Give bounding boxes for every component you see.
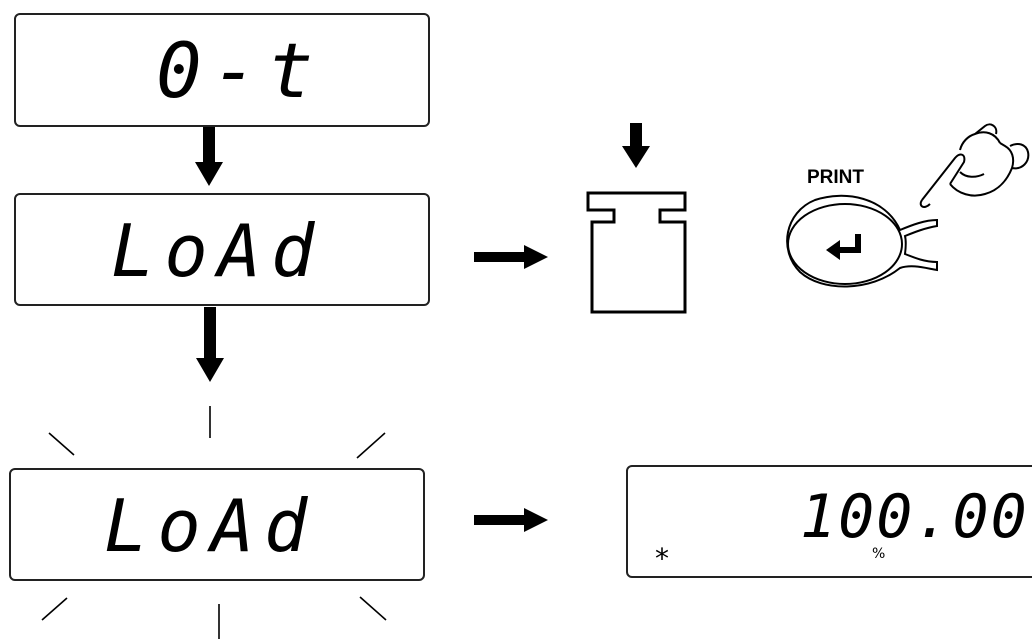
arrow-down-icon xyxy=(196,307,224,382)
print-button[interactable] xyxy=(786,194,938,288)
arrow-right-icon xyxy=(474,245,548,269)
lcd-text-zero-track: 0-t xyxy=(156,26,324,115)
lcd-display-load: LoAd xyxy=(14,193,430,306)
lcd-stability-mark: * xyxy=(655,542,669,575)
calibration-weight-icon xyxy=(586,191,687,314)
lcd-text-load-blinking: LoAd xyxy=(104,484,318,568)
arrow-down-icon xyxy=(622,123,650,168)
pointing-hand-icon xyxy=(919,123,1030,208)
lcd-text-load: LoAd xyxy=(111,209,325,293)
arrow-down-icon xyxy=(195,127,223,186)
blink-ray-icon xyxy=(41,406,387,639)
lcd-display-result: 100.00 % * xyxy=(626,465,1032,578)
print-button-label: PRINT xyxy=(807,167,864,188)
lcd-display-zero-track: 0-t xyxy=(14,13,430,127)
lcd-display-load-blinking: LoAd xyxy=(9,468,425,581)
arrow-right-icon xyxy=(474,508,548,532)
enter-arrow-icon xyxy=(826,234,861,260)
lcd-text-result-value: 100.00 xyxy=(800,482,1029,552)
lcd-unit-percent: % xyxy=(872,546,886,562)
